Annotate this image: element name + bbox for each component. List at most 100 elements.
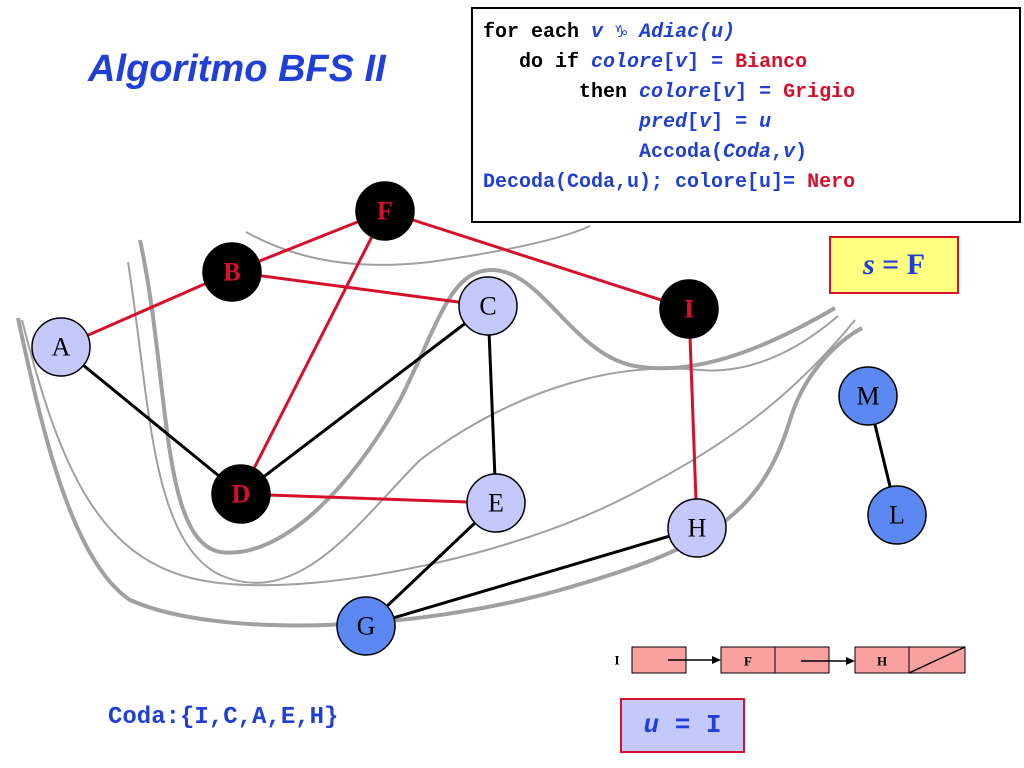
node-h: H [667,498,727,558]
node-circle [838,366,898,426]
code-line-4: pred[v] = u [483,108,1019,138]
node-label: B [223,258,240,287]
code-token: pred [639,111,688,134]
node-label: M [856,382,879,411]
frontier-curve-inner [245,225,591,266]
node-d: D [211,464,271,524]
node-c: C [458,276,518,336]
current-vertex-box: u = I [620,698,745,753]
list-node-value-cell [720,646,776,674]
node-label: L [889,501,905,530]
list-node-value-cell [854,646,910,674]
code-token: Grigio [783,81,856,104]
code-token: Nero [807,171,856,194]
code-token [483,141,639,164]
code-token: ] = [687,51,736,74]
code-token: v [591,21,604,44]
frontier-curve-outer [16,317,863,628]
node-label: C [479,292,496,321]
code-token: Adiac(u) [639,21,736,44]
source-value: F [906,248,926,281]
node-circle [202,242,262,302]
graph-edges [60,209,899,628]
graph-nodes: A B C D E F G H I L M [31,181,927,656]
code-token: Bianco [735,51,808,74]
code-token: ♑ [603,21,640,44]
code-token: do if [483,51,592,74]
source-symbol: s [862,248,875,281]
code-token: v [675,51,688,74]
edge-a-b [60,270,233,349]
node-g: G [336,596,396,656]
node-circle [31,317,91,377]
arrow-head [846,657,855,665]
queue-contents: Coda:{I,C,A,E,H} [108,704,339,731]
code-token: ] = [711,111,760,134]
code-token: ) [795,141,808,164]
code-token: Coda [723,141,772,164]
code-token: u [759,111,772,134]
code-token: v [699,111,712,134]
edge-f-d [239,210,387,495]
node-label: H [688,514,707,543]
code-token: then [483,81,640,104]
node-label: A [52,333,71,362]
node-circle [458,276,518,336]
code-token: [ [711,81,724,104]
node-f: F [355,181,415,241]
node-label: E [488,489,504,518]
code-token: v [783,141,796,164]
node-l: L [867,485,927,545]
edge-b-c [231,270,489,308]
list-node-next-cell [774,646,830,674]
code-line-5: Accoda(Coda,v) [483,138,1019,168]
list-node-label: F [744,654,752,669]
node-b: B [202,242,262,302]
code-token: v [723,81,736,104]
code-token: [ [663,51,676,74]
node-circle [659,279,719,339]
node-circle [211,464,271,524]
frontier-curve-2 [21,319,856,587]
frontier-curves [16,225,863,628]
current-value: I [705,710,722,740]
node-i: I [659,279,719,339]
edge-g-h [365,526,698,628]
source-equals: = [874,248,907,281]
code-line-2: do if colore[v] = Bianco [483,48,1019,78]
source-vertex-box: s = F [829,236,959,294]
code-token: [ [687,111,700,134]
list-head-label: I [614,653,619,668]
frontier-curve-4 [138,239,837,555]
code-token: ] = [735,81,784,104]
edge-d-e [240,492,497,505]
node-m: M [838,366,898,426]
current-symbol: u [643,710,660,740]
code-line-6: Decoda(Coda,u); colore[u]= Nero [483,168,1019,198]
code-token: Decoda(Coda,u); colore[u]= [483,171,808,194]
bfs-pseudocode: for each v ♑ Adiac(u) do if colore[v] = … [471,7,1021,223]
code-line-1: for each v ♑ Adiac(u) [483,18,1019,48]
code-token: colore [591,51,664,74]
code-token: for each [483,21,592,44]
current-equals: = [659,710,706,740]
code-token [483,111,639,134]
node-circle [355,181,415,241]
edge-i-h [687,308,699,529]
code-token: , [771,141,784,164]
node-label: F [377,197,393,226]
edge-c-e [486,305,498,504]
node-label: D [232,480,251,509]
list-null-slash [908,646,966,674]
node-a: A [31,317,91,377]
node-circle [466,473,526,533]
arrow-head [712,656,721,664]
frontier-curve-3 [127,261,839,584]
node-circle [667,498,727,558]
code-line-3: then colore[v] = Grigio [483,78,1019,108]
node-e: E [466,473,526,533]
node-label: I [684,295,694,324]
